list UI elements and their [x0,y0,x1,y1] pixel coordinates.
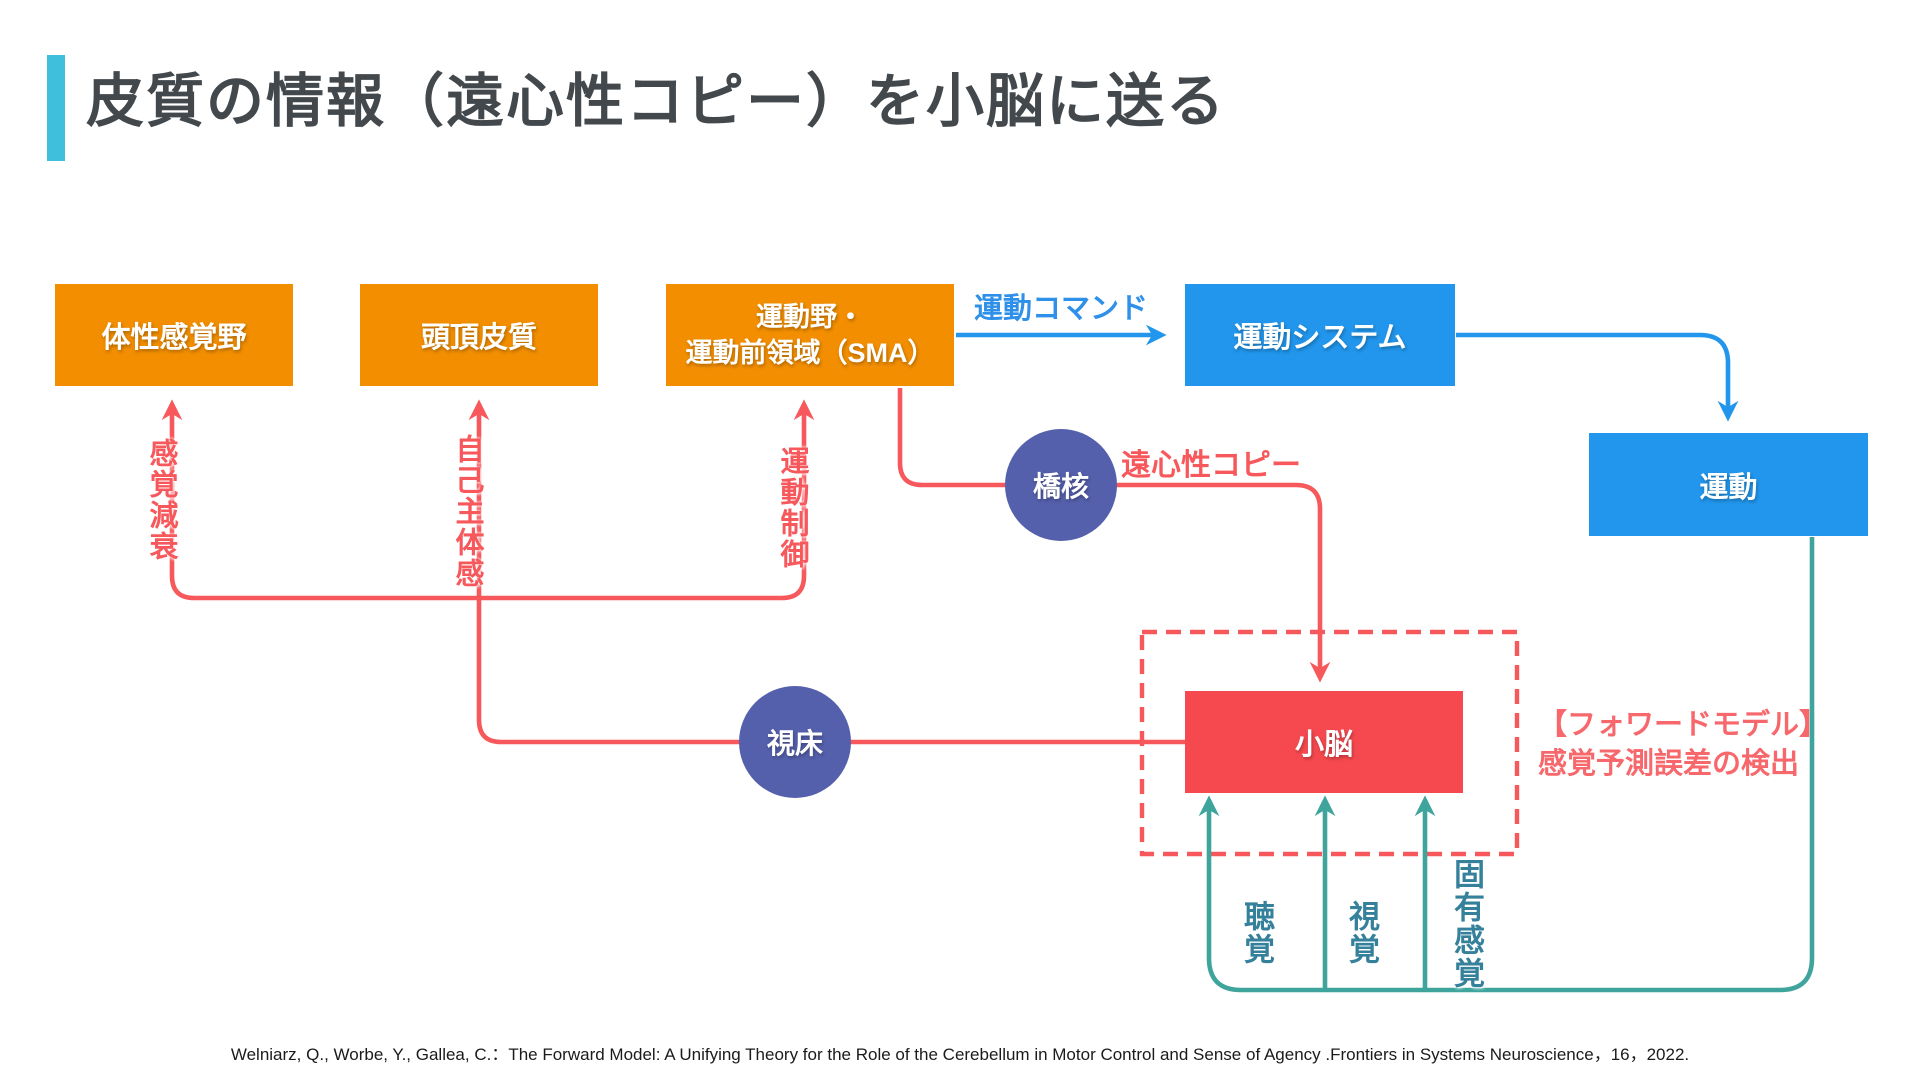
node-thalamus: 視床 [739,686,851,798]
node-motor-label-line2: 運動前領域（SMA） [685,338,935,368]
label-efference-copy: 遠心性コピー [1121,449,1301,482]
label-sensory-attenuation: 感覚減衰 [145,438,177,562]
node-cerebellum-label: 小脳 [1294,729,1353,761]
edge-motor-system-to-movement [1456,332,1739,422]
slide-title: 皮質の情報（遠心性コピー）を小脳に送る [86,69,1227,134]
node-pontine-nuclei: 橋核 [1005,429,1117,541]
title-accent-bar [47,55,65,161]
node-somatosensory-label: 体性感覚野 [101,322,247,354]
label-motor-control: 運動制御 [776,446,808,570]
node-cerebellum: 小脳 [1185,691,1463,793]
node-motor-system: 運動システム [1185,284,1455,386]
label-motor-command: 運動コマンド [973,293,1148,325]
node-thalamus-label: 視床 [766,728,823,759]
label-forward-model: 【フォワードモデル】 感覚予測誤差の検出 [1538,706,1828,783]
label-auditory: 聴覚 [1239,900,1274,966]
node-motor-label-line1: 運動野・ [756,301,864,332]
label-forward-model-line1: 【フォワードモデル】 [1538,709,1829,741]
label-proprioception: 固有感覚 [1449,858,1484,990]
edge-cerebellum-thalamus-to-parietal [468,399,1186,745]
node-pontine-label: 橋核 [1032,471,1089,502]
edge-sma-via-pontine-to-cerebellum [897,388,1331,683]
node-movement: 運動 [1589,433,1868,536]
label-forward-model-line2: 感覚予測誤差の検出 [1538,747,1800,780]
node-parietal-label: 頭頂皮質 [420,322,537,354]
node-motor-premotor-sma: 運動野・ 運動前領域（SMA） [666,284,954,386]
label-sense-of-agency: 自己主体感 [451,434,483,589]
edge-movement-feedback-auditory [1198,537,1815,993]
citation: Welniarz, Q., Worbe, Y., Gallea, C.：The … [230,1045,1690,1064]
node-motor-system-label: 運動システム [1233,322,1407,354]
edge-thalamus-to-somatosensory-and-sma [161,399,815,601]
forward-model-dashed-box [1139,629,1520,857]
label-visual: 視覚 [1344,900,1379,966]
node-movement-label: 運動 [1699,471,1758,504]
node-parietal-cortex: 頭頂皮質 [360,284,598,386]
node-somatosensory-cortex: 体性感覚野 [55,284,293,386]
